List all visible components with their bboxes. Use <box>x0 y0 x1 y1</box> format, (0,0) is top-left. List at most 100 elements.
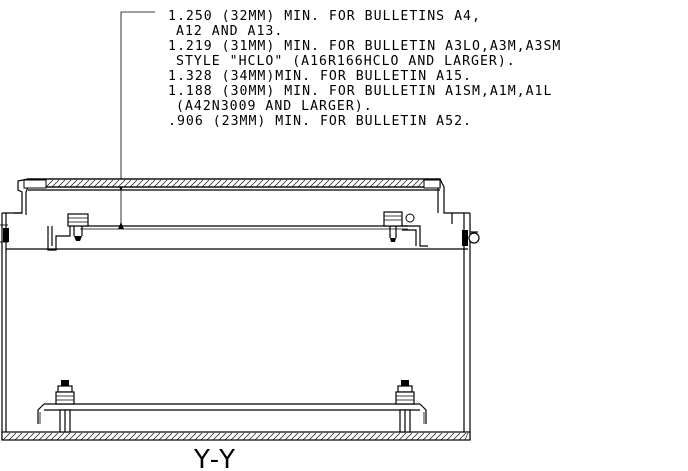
floor-hatching-line <box>422 432 431 441</box>
lid-hatching-line <box>45 179 54 188</box>
floor-hatching-line <box>212 432 221 441</box>
floor-hatching-line <box>20 432 29 441</box>
floor-hatching-line <box>254 432 263 441</box>
floor-hatching-line <box>446 432 455 441</box>
floor-hatching-line <box>146 432 155 441</box>
floor-hatching-line <box>200 432 209 441</box>
floor-hatching-line <box>182 432 191 441</box>
floor-hatching-line <box>116 432 125 441</box>
floor-hatching-line <box>392 432 401 441</box>
floor-hatching-line <box>458 432 467 441</box>
lid-hatching-line <box>411 179 420 188</box>
left-mounting-stud <box>55 380 75 433</box>
floor-hatching-line <box>416 432 425 441</box>
lid-hatching-line <box>357 179 366 188</box>
lid-hatching <box>45 179 425 188</box>
floor-hatching-line <box>62 432 71 441</box>
note-line-7: (A42N3009 AND LARGER). <box>176 99 373 114</box>
dimension-notes: 1.250 (32MM) MIN. FOR BULLETINS A4, A12 … <box>168 9 561 129</box>
lid-hatching-line <box>267 179 276 188</box>
floor-hatching-line <box>32 432 41 441</box>
floor-hatching-line <box>128 432 137 441</box>
floor-hatching-line <box>386 432 395 441</box>
floor-hatching-line <box>152 432 161 441</box>
lid-hatching-line <box>255 179 264 188</box>
floor-hatching-line <box>368 432 377 441</box>
floor-hatching-line <box>242 432 251 441</box>
lid-hatching-line <box>297 179 306 188</box>
lid-hatching-line <box>147 179 156 188</box>
floor-hatching-line <box>272 432 281 441</box>
lid-hatching-line <box>321 179 330 188</box>
floor-hatching-line <box>284 432 293 441</box>
floor-hatching-line <box>98 432 107 441</box>
floor-hatching-line <box>158 432 167 441</box>
floor-hatching-line <box>380 432 389 441</box>
lid-hatching-line <box>375 179 384 188</box>
lid-hatching-line <box>381 179 390 188</box>
floor-hatching-line <box>230 432 239 441</box>
floor-hatching-line <box>362 432 371 441</box>
lid-hatching-line <box>369 179 378 188</box>
lid-hatching-line <box>141 179 150 188</box>
lid-hatching-line <box>315 179 324 188</box>
floor-hatching-line <box>188 432 197 441</box>
floor-hatching-line <box>50 432 59 441</box>
floor-hatching-line <box>398 432 407 441</box>
lid-hatching-line <box>219 179 228 188</box>
floor-hatching-line <box>452 432 461 441</box>
lid-hatching-line <box>123 179 132 188</box>
lid-hatching-line <box>387 179 396 188</box>
floor-hatching-line <box>314 432 323 441</box>
lid-hatching-line <box>225 179 234 188</box>
lid-hatching-line <box>99 179 108 188</box>
lid-hatching-line <box>195 179 204 188</box>
floor-hatching-line <box>356 432 365 441</box>
lid-hatching-line <box>75 179 84 188</box>
floor-hatching-line <box>290 432 299 441</box>
lid-hatching-line <box>399 179 408 188</box>
lid-hatching-line <box>153 179 162 188</box>
floor-hatching-line <box>86 432 95 441</box>
floor-hatching-line <box>134 432 143 441</box>
left-clamp-bracket <box>47 213 89 251</box>
lid-hatching-line <box>273 179 282 188</box>
lid-hatching-line <box>201 179 210 188</box>
floor-hatching-line <box>434 432 443 441</box>
floor-hatching-line <box>80 432 89 441</box>
floor-hatching-line <box>464 432 469 441</box>
lid-hatching-line <box>231 179 240 188</box>
lid-hatching-line <box>327 179 336 188</box>
floor-hatching-line <box>296 432 305 441</box>
lid-hatching-line <box>183 179 192 188</box>
lid-hatching-line <box>105 179 114 188</box>
lid-hatching-line <box>291 179 300 188</box>
floor-hatching-line <box>122 432 131 441</box>
floor-hatching-line <box>236 432 245 441</box>
lid-hatching-line <box>165 179 174 188</box>
lid-hatching-line <box>345 179 354 188</box>
floor-hatching-line <box>44 432 53 441</box>
lid-hatching-line <box>93 179 102 188</box>
lid-hatching-line <box>309 179 318 188</box>
floor-hatching <box>2 432 469 441</box>
floor-hatching-line <box>374 432 383 441</box>
floor-hatching-line <box>14 432 23 441</box>
lid-hatching-line <box>117 179 126 188</box>
lid-hatching-line <box>237 179 246 188</box>
cover-lid <box>14 178 453 230</box>
floor-hatching-line <box>440 432 449 441</box>
floor-hatching-line <box>170 432 179 441</box>
lid-hatching-line <box>57 179 66 188</box>
dimension-leader <box>118 11 155 229</box>
section-label: Y-Y <box>193 445 238 471</box>
note-line-3: 1.219 (31MM) MIN. FOR BULLETIN A3LO,A3M,… <box>168 39 561 54</box>
lid-hatching-line <box>177 179 186 188</box>
floor-hatching-line <box>26 432 35 441</box>
lid-hatching-line <box>261 179 270 188</box>
floor-hatching-line <box>248 432 257 441</box>
floor-hatching-line <box>404 432 413 441</box>
floor-hatching-line <box>2 432 11 441</box>
floor-hatching-line <box>278 432 287 441</box>
